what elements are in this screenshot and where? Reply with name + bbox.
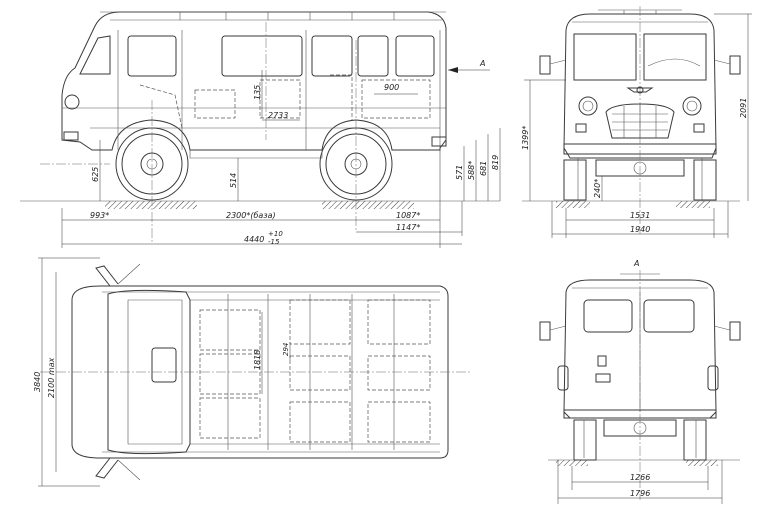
windshield bbox=[573, 33, 707, 81]
side-horizontal-dims: 993* 2300*(база) 1087* 1147* 4440 +10 -1… bbox=[61, 150, 463, 248]
dim-1531: 1531 bbox=[630, 211, 650, 220]
dim-2091: 2091 bbox=[739, 98, 748, 118]
rear-window-left bbox=[583, 299, 633, 333]
right-headlight bbox=[682, 96, 702, 116]
dim-588: 588* bbox=[467, 161, 476, 180]
dim-681: 681 bbox=[479, 161, 488, 176]
dim-rear-overhang: 1087* bbox=[396, 211, 420, 220]
rear-handle bbox=[597, 355, 607, 367]
right-mirror bbox=[729, 55, 741, 75]
front-dims: 1399* 2091 240* 1531 1940 bbox=[521, 13, 752, 238]
roof-hatch bbox=[151, 347, 177, 383]
side-view: A 993* 2300*(база) 1087* 1147* 4440 +10 … bbox=[20, 11, 501, 248]
van-body-side bbox=[61, 11, 447, 151]
dim-1266: 1266 bbox=[630, 473, 650, 482]
top-dims: 3840 2100 max 1818 294 bbox=[33, 257, 291, 487]
dim-1399: 1399* bbox=[521, 126, 530, 150]
dim-wheelbase: 2300*(база) bbox=[226, 211, 276, 220]
rear-window-right bbox=[643, 299, 695, 333]
dim-front-overhang: 993* bbox=[90, 211, 109, 220]
interior-seats-side bbox=[139, 74, 431, 129]
dim-3840: 3840 bbox=[33, 372, 42, 392]
side-arrow-label: A bbox=[479, 59, 485, 68]
grille bbox=[605, 103, 675, 139]
dim-1796: 1796 bbox=[630, 489, 650, 498]
ground-hatch-rear bbox=[322, 201, 414, 209]
left-headlight bbox=[578, 96, 598, 116]
ground-hatch-front bbox=[105, 201, 197, 209]
left-mirror bbox=[539, 55, 551, 75]
top-view: 3840 2100 max 1818 294 bbox=[33, 257, 470, 487]
front-ground-left bbox=[556, 201, 590, 208]
side-windows bbox=[79, 35, 435, 77]
dim-135: 135 bbox=[253, 85, 262, 100]
dim-625: 625 bbox=[91, 167, 100, 182]
interior-seats-top bbox=[199, 299, 431, 443]
dim-571: 571 bbox=[455, 165, 464, 180]
van-body-front bbox=[563, 13, 717, 159]
side-vertical-dims: 625 514 571 588* 681 819 135 900 2733 bbox=[91, 70, 501, 201]
rear-view: A 1266 bbox=[539, 259, 741, 504]
dim-1818: 1818 bbox=[253, 350, 262, 370]
front-ground-right bbox=[676, 201, 710, 208]
rear-ground-right bbox=[686, 460, 718, 466]
rear-dims: 1266 1796 bbox=[557, 460, 723, 504]
dim-900: 900 bbox=[384, 83, 399, 92]
dim-overall-length: 4440 bbox=[244, 235, 264, 244]
dim-overall-length-tol-bot: -15 bbox=[268, 238, 280, 246]
dim-2100max: 2100 max bbox=[47, 357, 56, 398]
dim-2733: 2733 bbox=[268, 111, 288, 120]
dim-294: 294 bbox=[282, 343, 290, 356]
right-taillight bbox=[707, 365, 719, 391]
van-body-rear bbox=[563, 279, 717, 419]
dim-1940: 1940 bbox=[630, 225, 650, 234]
van-body-top bbox=[71, 285, 449, 459]
dim-240: 240* bbox=[593, 179, 602, 198]
dim-514: 514 bbox=[229, 173, 238, 188]
dim-819: 819 bbox=[491, 155, 500, 170]
emblem bbox=[626, 87, 654, 93]
front-view: 1399* 2091 240* 1531 1940 bbox=[521, 6, 752, 238]
dim-rear-1147: 1147* bbox=[396, 223, 420, 232]
left-taillight bbox=[557, 365, 569, 391]
rear-ground-left bbox=[556, 460, 588, 466]
license-plate bbox=[595, 373, 611, 383]
dim-overall-length-tol-top: +10 bbox=[268, 230, 283, 238]
rear-label-A: A bbox=[633, 259, 639, 268]
